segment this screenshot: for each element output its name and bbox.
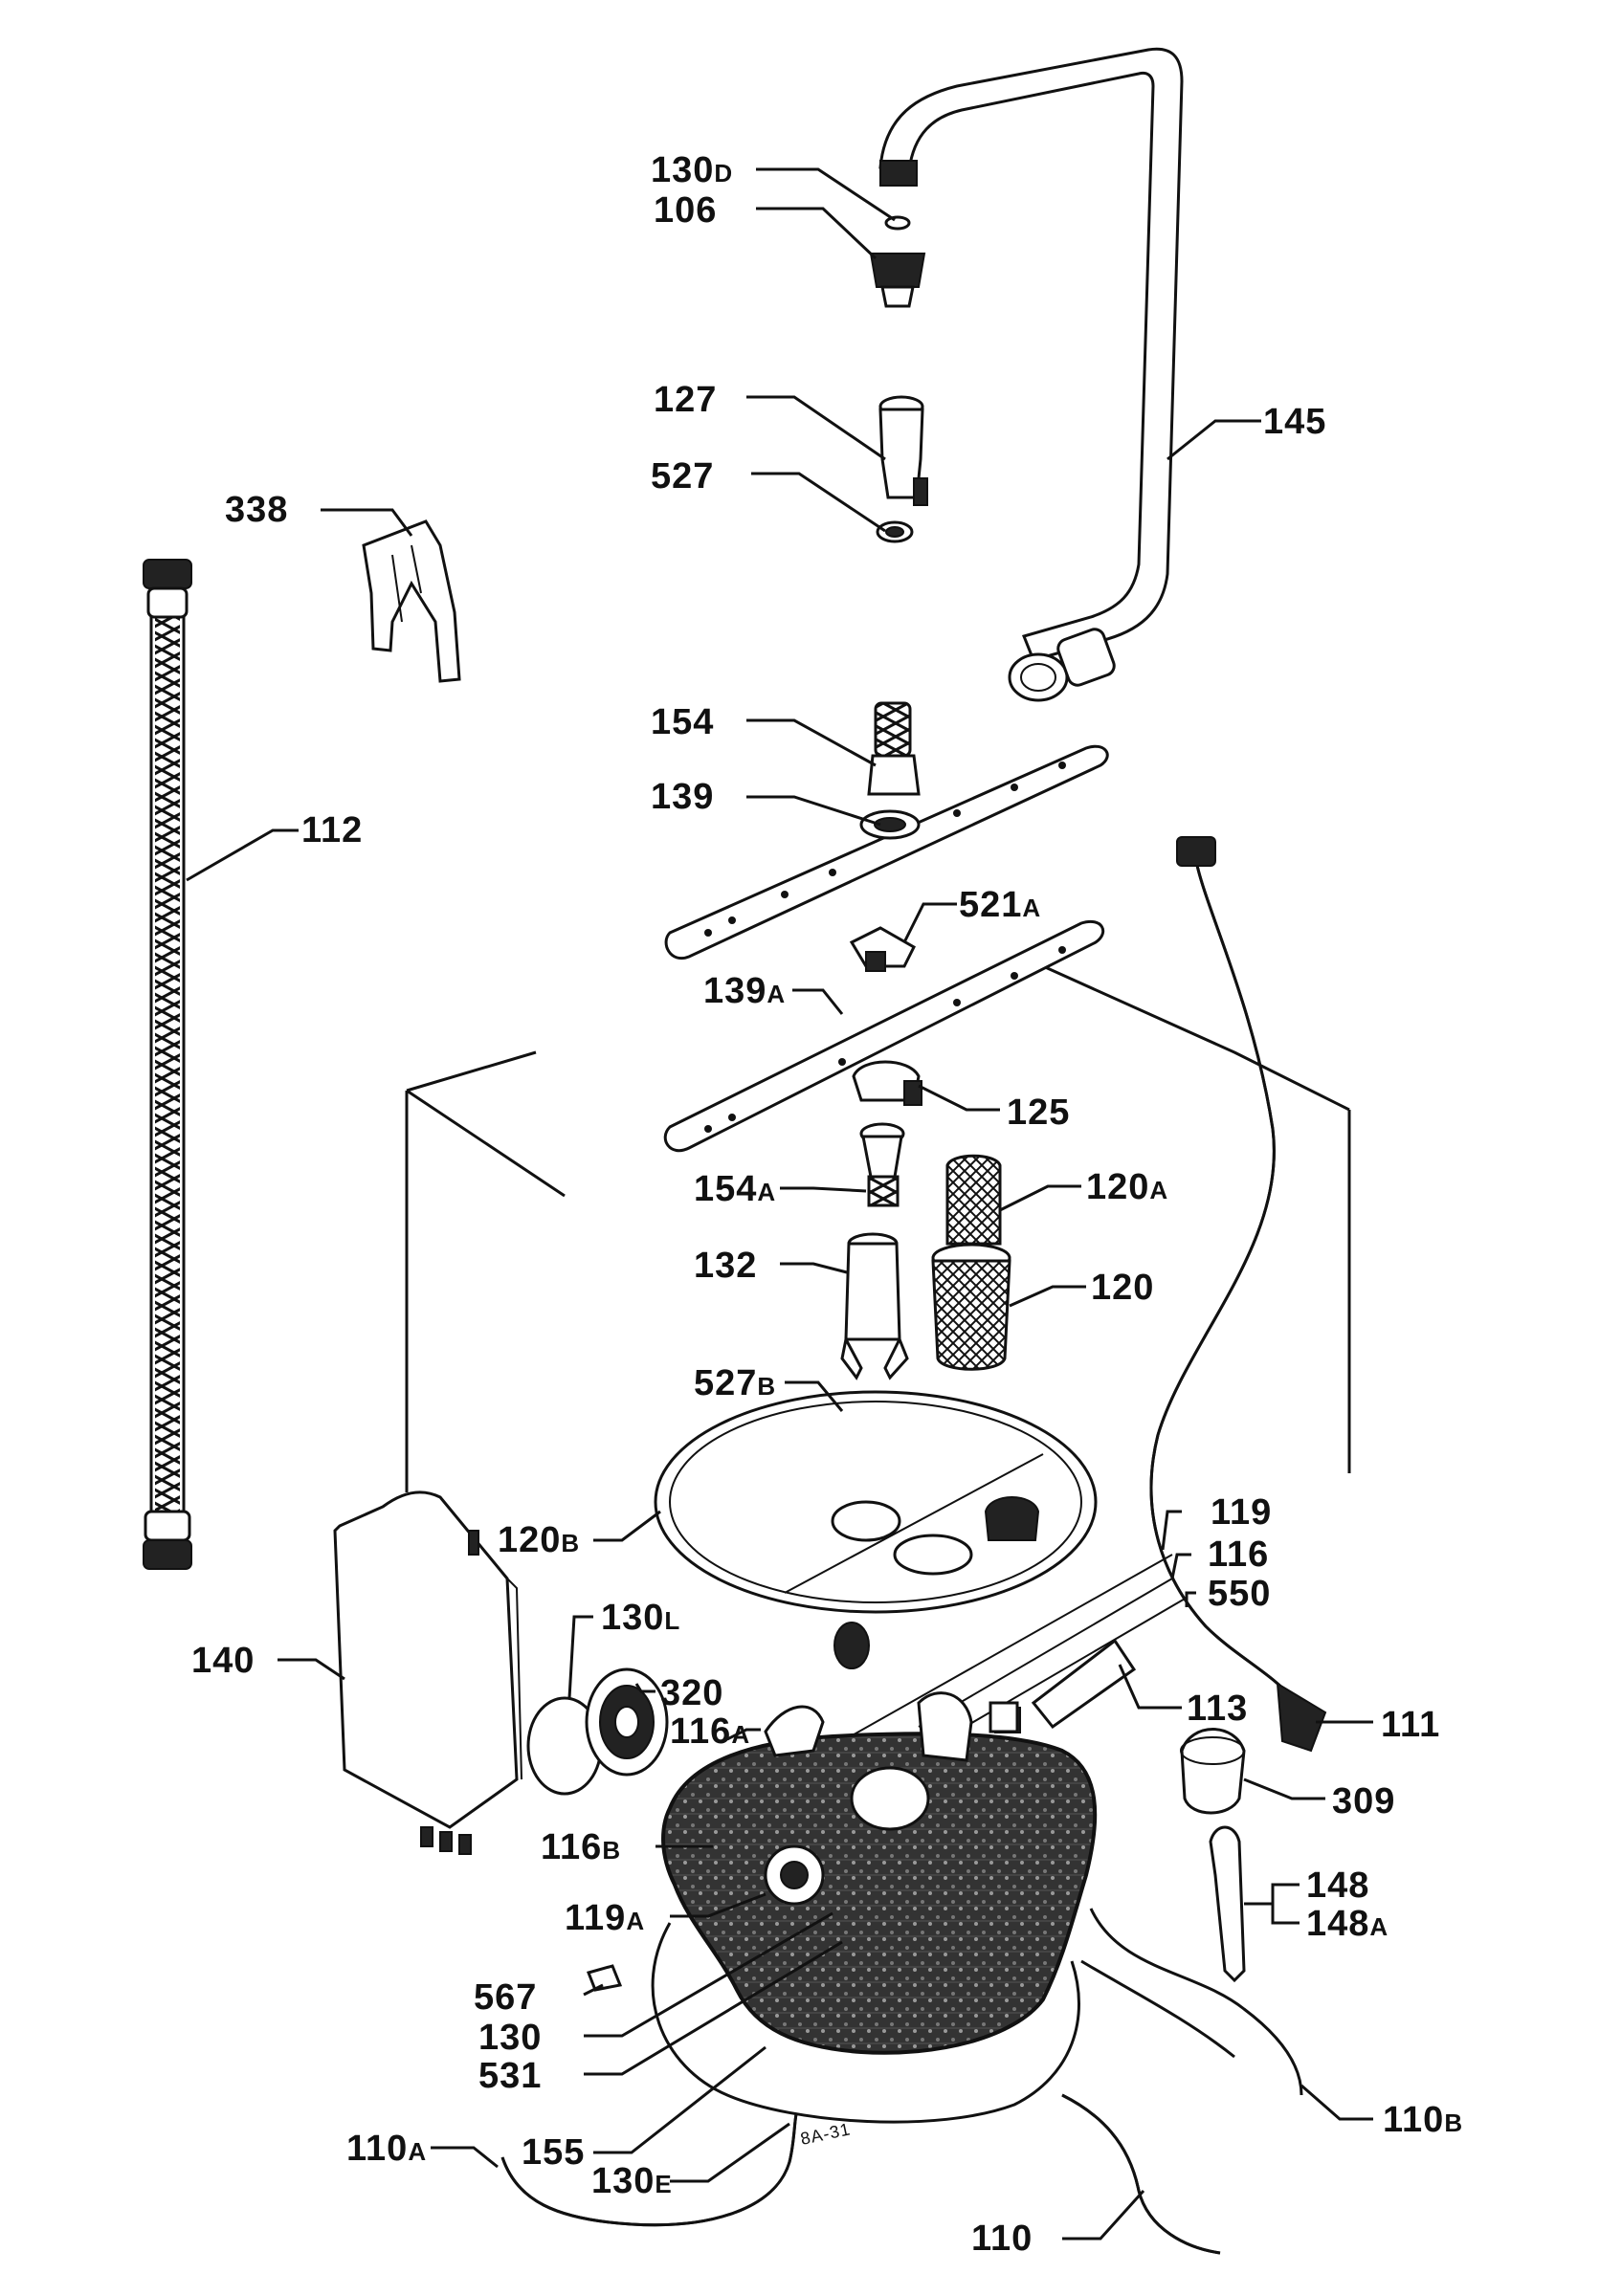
label-139: 139 [651, 777, 714, 817]
part-130E-gasket [651, 1922, 1080, 2124]
label-120B: 120B [498, 1520, 580, 1560]
label-550: 550 [1208, 1574, 1271, 1614]
part-139A-spray-arm [663, 919, 1105, 1152]
label-110A: 110A [346, 2129, 427, 2169]
label-567: 567 [474, 1977, 537, 2018]
part-125-bearing [852, 1060, 922, 1106]
label-116B: 116B [541, 1827, 621, 1867]
cabinet-outline [405, 964, 1351, 1492]
label-140: 140 [191, 1641, 255, 1681]
part-145-upper-tube [878, 47, 1184, 702]
label-130D: 130D [651, 150, 733, 190]
label-110: 110 [971, 2219, 1033, 2259]
stamp-text: 8A-31 [799, 2119, 853, 2149]
label-116: 116 [1208, 1534, 1269, 1575]
part-127-coupling [876, 395, 928, 543]
part-521A-clip [849, 926, 916, 972]
leader-lines [186, 167, 1373, 2241]
label-148: 148 [1306, 1866, 1369, 1906]
part-320-impeller [585, 1667, 669, 1777]
label-320: 320 [660, 1673, 723, 1713]
label-154A: 154A [694, 1169, 776, 1209]
label-127: 127 [654, 380, 717, 420]
label-116A: 116A [670, 1711, 750, 1752]
part-154-spindle [867, 701, 921, 796]
label-531: 531 [478, 2056, 542, 2096]
label-125: 125 [1007, 1093, 1070, 1133]
label-130E: 130E [591, 2161, 673, 2201]
label-120A: 120A [1086, 1167, 1168, 1207]
label-148A: 148A [1306, 1904, 1389, 1944]
label-111: 111 [1381, 1705, 1440, 1745]
part-labels: 130D 106 127 527 145 338 112 154 139 521… [191, 150, 1463, 2259]
part-106-connector [869, 215, 926, 308]
label-119: 119 [1211, 1492, 1272, 1533]
part-140-dispenser [333, 1490, 522, 1855]
part-110-hose [1061, 2093, 1221, 2255]
part-309-cap [1180, 1728, 1246, 1815]
label-139A: 139A [703, 971, 786, 1011]
label-113: 113 [1187, 1689, 1248, 1729]
label-527: 527 [651, 456, 714, 497]
part-154A-spindle [859, 1122, 905, 1207]
label-120: 120 [1091, 1268, 1154, 1308]
part-148-clip [1209, 1825, 1246, 1983]
label-112: 112 [301, 810, 363, 850]
label-309: 309 [1332, 1781, 1395, 1821]
part-120B-filter-plate [654, 1390, 1098, 1614]
part-110B-hose [1080, 1908, 1303, 2096]
label-132: 132 [694, 1246, 757, 1286]
part-112-braided-hose [143, 559, 192, 1570]
part-111-inlet-hose [1149, 836, 1327, 1753]
label-145: 145 [1263, 402, 1326, 442]
part-120-filter [931, 1243, 1011, 1371]
label-130L: 130L [601, 1598, 680, 1638]
part-110A-hose [500, 2113, 798, 2227]
label-527B: 527B [694, 1363, 776, 1403]
label-130: 130 [478, 2018, 542, 2058]
part-132-tube [840, 1232, 909, 1380]
label-110B: 110B [1383, 2100, 1463, 2140]
part-338-clip [362, 519, 461, 683]
label-338: 338 [225, 490, 288, 530]
label-155: 155 [522, 2132, 585, 2173]
label-119A: 119A [565, 1898, 645, 1938]
part-139-spray-arm [664, 744, 1109, 960]
label-106: 106 [654, 190, 717, 231]
part-155-pump-body [661, 1691, 1098, 2055]
label-154: 154 [651, 702, 714, 742]
label-521A: 521A [959, 885, 1041, 925]
part-567-tab [587, 1964, 623, 1992]
